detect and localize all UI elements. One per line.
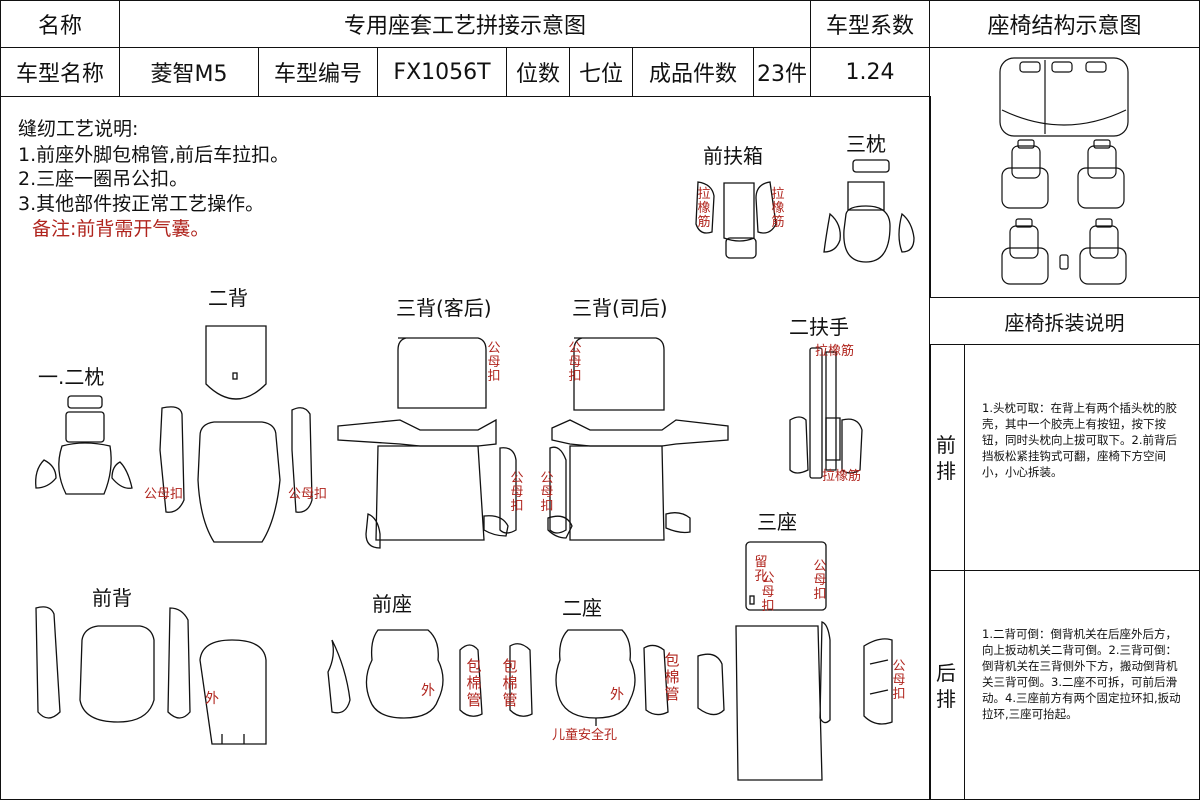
seat-structure-illustration <box>999 57 1129 285</box>
label-second-back: 二背 <box>208 286 248 310</box>
third-back-guest-pieces <box>337 337 517 549</box>
coef-value: 1.24 <box>845 59 895 85</box>
third-back-driver-pieces <box>547 337 729 541</box>
anno-buckle-driver-side: 公母扣 <box>540 471 554 514</box>
second-row-seat-left <box>1001 139 1049 209</box>
anno-buckle-second-back-right: 公母扣 <box>288 487 328 502</box>
struct-title: 座椅结构示意图 <box>987 14 1142 39</box>
seats-value-cell: 七位 <box>569 47 633 97</box>
label-front-seat: 前座 <box>372 592 412 616</box>
front-row-label: 前排 <box>936 433 956 483</box>
anno-child-safety-hole: 儿童安全孔 <box>552 728 618 743</box>
anno-buckle-third-seat-side: 公母扣 <box>813 559 827 602</box>
model-label-cell: 车型名称 <box>0 47 120 97</box>
note-item-2: 2.三座一圈吊公扣。 <box>18 168 189 190</box>
anno-outer-front-back: 外 <box>205 691 219 707</box>
seats-label-cell: 位数 <box>506 47 570 97</box>
anno-cotton-pipe-second-seat: 包棉管 <box>664 651 680 703</box>
first-second-pillow-pieces <box>35 395 133 495</box>
second-seat-pieces <box>555 629 669 726</box>
model-label: 车型名称 <box>15 62 104 87</box>
code-value: FX1056T <box>393 59 491 85</box>
anno-buckle-third-seat-top: 公母扣 <box>761 571 775 614</box>
seats-value: 七位 <box>578 62 623 87</box>
label-third-back-guest: 三背(客后) <box>396 296 492 320</box>
front-row-label-col <box>929 344 965 571</box>
front-box-pieces <box>695 181 777 259</box>
note-item-3: 3.其他部件按正常工艺操作。 <box>18 193 265 215</box>
page-title: 专用座套工艺拼接示意图 <box>343 14 586 39</box>
anno-pull-rib-armrest-top: 拉橡筋 <box>815 344 855 359</box>
anno-outer-front-seat: 外 <box>421 683 435 699</box>
coef-label-cell: 车型系数 <box>810 0 930 48</box>
anno-pull-rib-armrest-bottom: 拉橡筋 <box>822 469 862 484</box>
label-third-pillow: 三枕 <box>846 132 886 156</box>
notes-remark: 备注:前背需开气囊。 <box>32 218 210 240</box>
anno-outer-second-seat: 外 <box>610 687 624 703</box>
struct-title-cell: 座椅结构示意图 <box>929 0 1200 48</box>
disassembly-title: 座椅拆装说明 <box>1004 310 1125 335</box>
label-front-back: 前背 <box>92 586 132 610</box>
disassembly-title-cell: 座椅拆装说明 <box>929 297 1200 345</box>
front-row-text: 1.头枕可取：在背上有两个插头枕的胶壳，其中一个胶壳上有按钮，按下按钮，同时头枕… <box>982 401 1177 479</box>
code-value-cell: FX1056T <box>377 47 507 97</box>
code-label-cell: 车型编号 <box>258 47 378 97</box>
anno-buckle-driver-top: 公母扣 <box>568 341 582 384</box>
anno-pull-rib-left: 拉橡筋 <box>697 187 711 230</box>
label-second-seat: 二座 <box>562 596 602 620</box>
anno-cotton-pipe-front-seat-1: 包棉管 <box>466 657 482 709</box>
model-value: 菱智M5 <box>150 62 228 87</box>
label-third-seat: 三座 <box>757 510 797 534</box>
notes-title: 缝纫工艺说明: <box>18 118 139 140</box>
second-armrest-pieces <box>789 347 863 479</box>
note-item-1: 1.前座外脚包棉管,前后车拉扣。 <box>18 144 290 166</box>
anno-pull-rib-right: 拉橡筋 <box>771 187 785 230</box>
anno-hang-hole: 留孔 <box>754 555 768 584</box>
code-label: 车型编号 <box>273 62 362 87</box>
anno-buckle-second-back-left: 公母扣 <box>144 487 184 502</box>
name-label: 名称 <box>37 14 82 39</box>
coef-label: 车型系数 <box>825 14 914 39</box>
label-front-box: 前扶箱 <box>703 144 763 168</box>
label-first-second-pillow: 一.二枕 <box>38 365 105 389</box>
anno-buckle-guest-top: 公母扣 <box>487 341 501 384</box>
front-row-seat-right <box>1079 218 1127 285</box>
anno-buckle-guest-side: 公母扣 <box>510 471 524 514</box>
label-second-armrest: 二扶手 <box>789 315 849 339</box>
third-seat-pieces <box>697 541 893 781</box>
label-third-back-driver: 三背(司后) <box>572 296 668 320</box>
model-value-cell: 菱智M5 <box>119 47 259 97</box>
rear-row-label-col <box>929 570 965 800</box>
front-seat-pieces <box>327 629 533 719</box>
name-label-cell: 名称 <box>0 0 120 48</box>
third-pillow-pieces <box>823 159 915 263</box>
third-row-bench <box>999 57 1129 137</box>
rear-row-text: 1.二背可倒：倒背机关在后座外后方，向上扳动机关二背可倒。2.三背可倒：倒背机关… <box>982 627 1181 721</box>
pieces-value: 23件 <box>757 62 807 87</box>
second-back-pieces <box>159 325 313 543</box>
front-back-pieces <box>35 606 267 745</box>
pieces-label: 成品件数 <box>648 62 737 87</box>
anno-buckle-third-seat-right: 公母扣 <box>892 659 906 702</box>
rear-row-label: 后排 <box>936 661 956 711</box>
second-row-seat-right <box>1077 139 1125 209</box>
seats-label: 位数 <box>515 62 560 87</box>
front-row-seat-left <box>1001 218 1049 285</box>
anno-cotton-pipe-front-seat-2: 包棉管 <box>502 657 518 709</box>
